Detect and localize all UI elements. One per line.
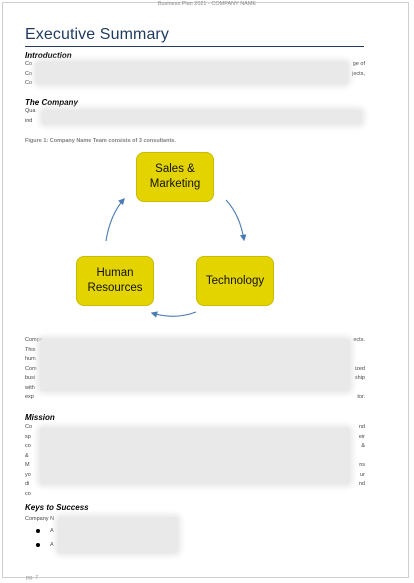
heading-keys-to-success: Keys to Success bbox=[25, 503, 89, 512]
page-number: pg. 7 bbox=[26, 575, 39, 581]
text-fragment: Co bbox=[25, 70, 33, 77]
text-fragment: ind bbox=[25, 117, 33, 124]
text-fragment: M bbox=[25, 462, 30, 468]
redaction-blur bbox=[36, 62, 348, 84]
text-fragment: ects. bbox=[353, 337, 365, 343]
node-technology: Technology bbox=[196, 256, 274, 306]
document-title: Executive Summary bbox=[25, 26, 169, 43]
title-rule bbox=[25, 46, 364, 47]
heading-introduction: Introduction bbox=[25, 51, 72, 60]
text-fragment: Co bbox=[25, 80, 33, 86]
text-fragment: nd bbox=[358, 481, 365, 487]
text-fragment: exp bbox=[25, 394, 34, 400]
bullet-text: A bbox=[50, 528, 54, 534]
text-fragment: with bbox=[25, 384, 35, 391]
redaction-blur bbox=[42, 110, 362, 124]
heading-mission: Mission bbox=[25, 413, 55, 422]
text-fragment: co bbox=[25, 490, 31, 497]
text-fragment: ur bbox=[360, 471, 365, 478]
text-fragment: hum bbox=[25, 356, 36, 362]
text-fragment: ge of bbox=[352, 61, 365, 67]
text-fragment: ns bbox=[359, 462, 365, 468]
bullet-icon bbox=[36, 529, 40, 533]
text-fragment: tor. bbox=[357, 394, 365, 400]
figure-caption: Figure 1: Company Name Team consists of … bbox=[25, 138, 176, 144]
text-fragment: Com bbox=[25, 365, 37, 372]
redaction-blur bbox=[58, 517, 178, 553]
text-fragment: eir bbox=[358, 433, 365, 440]
bullet-text: A bbox=[50, 542, 54, 548]
paragraph-the-company: Qua ind bbox=[25, 108, 365, 127]
text-fragment: ized bbox=[354, 365, 365, 372]
text-fragment: sp bbox=[25, 433, 31, 440]
text-fragment: nd bbox=[358, 424, 365, 430]
text-fragment: ship bbox=[354, 375, 365, 381]
paragraph-introduction: Co ge of Co jects, Co bbox=[25, 61, 365, 90]
bullet-icon bbox=[36, 543, 40, 547]
text-fragment: di bbox=[25, 481, 30, 487]
text-fragment: Qua bbox=[25, 108, 36, 114]
paragraph-team: Compa ects. This hum Com ized busi ship wit… bbox=[25, 337, 365, 404]
text-fragment: yo bbox=[25, 471, 31, 478]
keys-intro-text: Company N bbox=[25, 516, 55, 522]
text-fragment: co bbox=[25, 443, 31, 449]
text-fragment: Compa bbox=[25, 337, 43, 343]
text-fragment: & bbox=[25, 452, 29, 459]
heading-the-company: The Company bbox=[25, 98, 78, 107]
running-header: Business Plan 2021 - COMPANY NAME bbox=[157, 1, 257, 7]
text-fragment: busi bbox=[25, 375, 36, 381]
text-fragment: Co bbox=[25, 61, 33, 67]
redaction-blur bbox=[40, 428, 350, 484]
text-fragment: This bbox=[25, 346, 36, 353]
text-fragment: & bbox=[361, 443, 365, 449]
node-sales-marketing: Sales &Marketing bbox=[136, 152, 214, 202]
text-fragment: jects, bbox=[352, 70, 365, 77]
redaction-blur bbox=[40, 339, 350, 391]
text-fragment: Co bbox=[25, 424, 33, 430]
